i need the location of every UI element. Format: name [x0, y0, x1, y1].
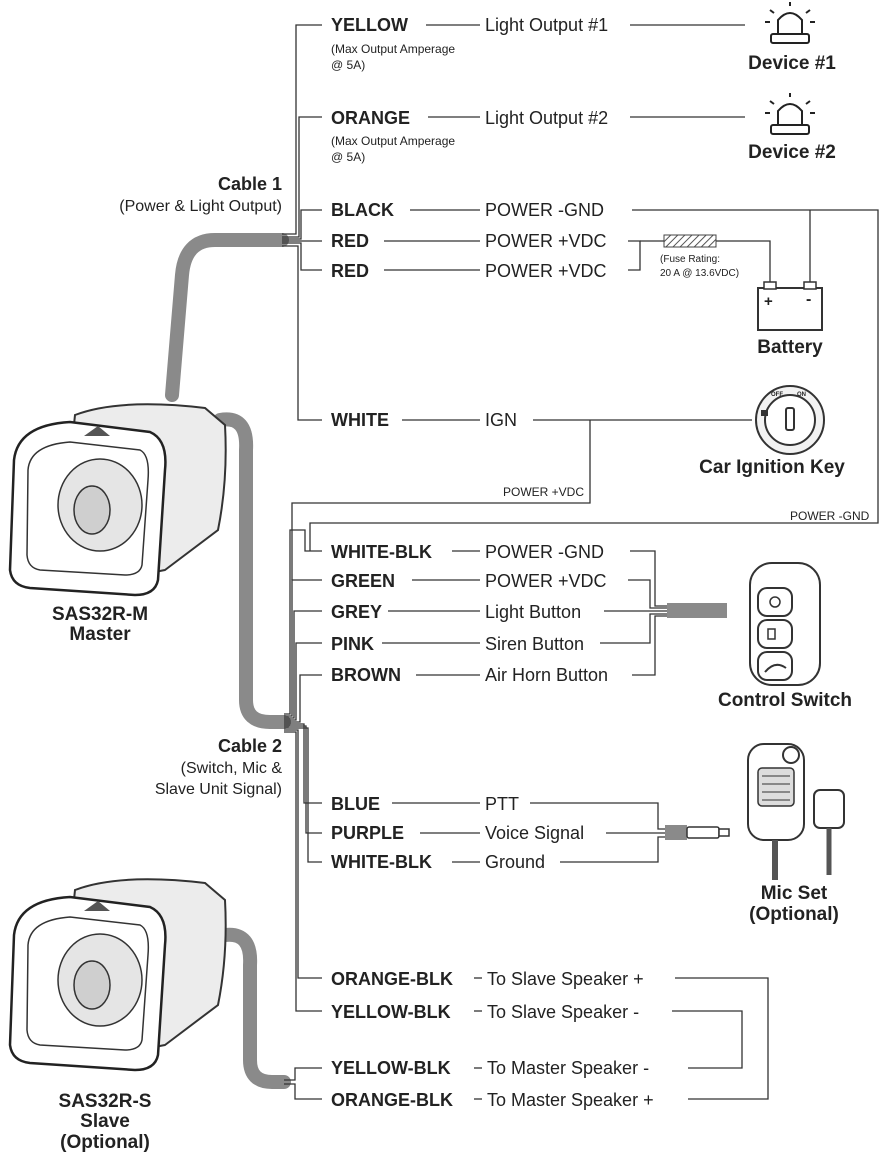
wire-function: Air Horn Button	[485, 665, 608, 685]
device-2-label: Device #2	[748, 142, 836, 163]
slave-unit-sub: Slave	[80, 1111, 130, 1132]
power-gnd-note: POWER -GND	[790, 509, 870, 523]
battery-icon	[757, 281, 823, 331]
wire-function: To Slave Speaker -	[487, 1002, 639, 1022]
cable-2	[213, 412, 291, 729]
cables	[165, 233, 291, 1089]
battery-label: Battery	[757, 337, 823, 358]
ignition-key-icon	[755, 385, 825, 455]
wire-color: WHITE-BLK	[331, 542, 432, 562]
ignition-label: Car Ignition Key	[699, 457, 845, 478]
wire-function: IGN	[485, 410, 517, 430]
speaker-icon	[8, 403, 227, 597]
cable1-subtitle: (Power & Light Output)	[119, 198, 282, 215]
power-vdc-note: POWER +VDC	[503, 485, 584, 499]
fuse-rating: 20 A @ 13.6VDC)	[660, 268, 739, 279]
wire-note: @ 5A)	[331, 150, 365, 164]
battery-plus: +	[764, 293, 773, 310]
wire-function: Ground	[485, 852, 545, 872]
beacon-icon	[765, 93, 815, 135]
wire-function: To Master Speaker -	[487, 1058, 649, 1078]
wire-color: YELLOW-BLK	[331, 1002, 451, 1022]
wire-color: YELLOW	[331, 15, 408, 35]
wire-function: Light Output #1	[485, 15, 608, 35]
wire-color: ORANGE	[331, 108, 410, 128]
wire-function: PTT	[485, 794, 519, 814]
wire-color: WHITE-BLK	[331, 852, 432, 872]
wire-function: Siren Button	[485, 634, 584, 654]
wire-color: BROWN	[331, 665, 401, 685]
wire-function: POWER -GND	[485, 200, 604, 220]
wire-function: POWER +VDC	[485, 261, 607, 281]
wire-color: YELLOW-BLK	[331, 1058, 451, 1078]
slave-unit-label: SAS32R-S	[59, 1091, 152, 1112]
wire-function: POWER +VDC	[485, 231, 607, 251]
wire-color: BLACK	[331, 200, 394, 220]
cable-3	[218, 927, 291, 1089]
wire-color: RED	[331, 231, 369, 251]
battery-minus: -	[806, 291, 811, 308]
wire-note: (Max Output Amperage	[331, 134, 455, 148]
wire-color: GREY	[331, 602, 382, 622]
wire-color: WHITE	[331, 410, 389, 430]
wire-color: GREEN	[331, 571, 395, 591]
cable2-subtitle: Slave Unit Signal)	[155, 781, 282, 798]
slave-bundle	[284, 1067, 322, 1100]
control-switch-icon	[749, 562, 821, 686]
cable-1	[165, 233, 289, 402]
slave-unit-optional: (Optional)	[60, 1132, 150, 1153]
wire-function: Light Output #2	[485, 108, 608, 128]
wire-rows: YELLOW Light Output #1 (Max Output Amper…	[291, 15, 879, 1110]
cable2-title: Cable 2	[218, 736, 282, 756]
mic-set-label: Mic Set	[761, 883, 828, 904]
wire-function: Voice Signal	[485, 823, 584, 843]
wire-function: Light Button	[485, 602, 581, 622]
speaker-icon	[8, 878, 227, 1072]
beacon-icon	[765, 2, 815, 44]
fuse-rating: (Fuse Rating:	[660, 254, 720, 265]
cable2-bundle	[284, 529, 322, 1012]
cable1-title: Cable 1	[218, 174, 282, 194]
wire-function: POWER +VDC	[485, 571, 607, 591]
ignition-on: ON	[797, 392, 806, 398]
wire-color: PURPLE	[331, 823, 404, 843]
fuse-icon	[663, 234, 717, 248]
mic-set-optional: (Optional)	[749, 904, 839, 925]
wire-color: ORANGE-BLK	[331, 969, 453, 989]
ignition-off: OFF	[771, 392, 783, 398]
wire-color: RED	[331, 261, 369, 281]
cable1-bundle	[282, 24, 322, 421]
master-unit-sub: Master	[69, 624, 131, 645]
connector-icon	[667, 603, 727, 618]
wire-color: ORANGE-BLK	[331, 1090, 453, 1110]
wire-color: BLUE	[331, 794, 380, 814]
wire-note: (Max Output Amperage	[331, 42, 455, 56]
master-unit-label: SAS32R-M	[52, 604, 148, 625]
wire-function: To Master Speaker +	[487, 1090, 654, 1110]
cable2-subtitle: (Switch, Mic &	[181, 760, 283, 777]
device-1-label: Device #1	[748, 53, 836, 74]
wire-note: @ 5A)	[331, 58, 365, 72]
wire-function: To Slave Speaker +	[487, 969, 644, 989]
wire-function: POWER -GND	[485, 542, 604, 562]
wire-color: PINK	[331, 634, 374, 654]
control-switch-label: Control Switch	[718, 690, 852, 711]
microphone-icon	[665, 743, 845, 880]
